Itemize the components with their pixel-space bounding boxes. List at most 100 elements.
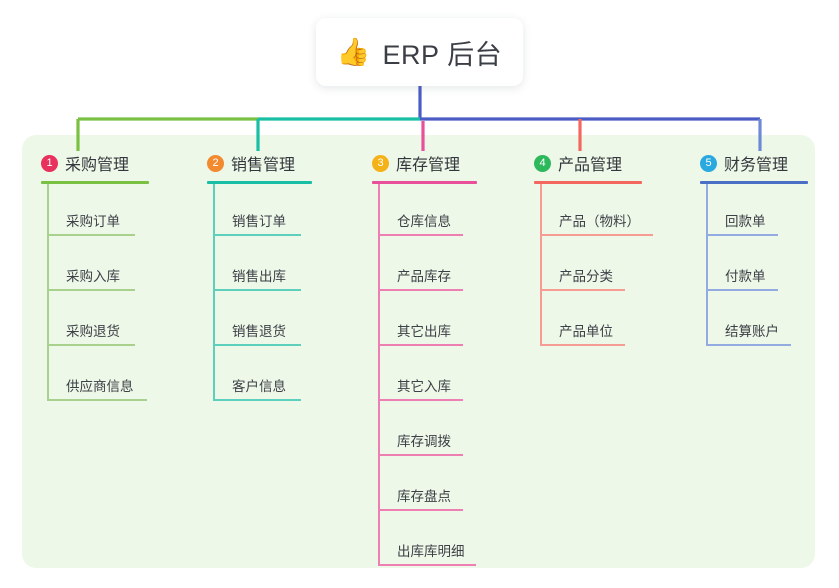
branch-badge-4: 4 <box>534 154 551 172</box>
leaf-rule <box>706 234 778 236</box>
root-title: ERP 后台 <box>382 39 503 70</box>
diagram-panel <box>22 135 815 568</box>
leaf-item[interactable]: 客户信息 <box>207 349 357 404</box>
leaf-label: 产品（物料） <box>559 214 640 229</box>
leaf-rule <box>47 344 135 346</box>
leaf-rule <box>540 289 625 291</box>
branch-rule-1 <box>41 181 149 184</box>
branch-title-4: 产品管理 <box>558 157 623 174</box>
leaf-label: 付款单 <box>725 269 766 284</box>
leaf-rule <box>378 454 463 456</box>
leaf-spine-2 <box>213 184 215 400</box>
leaf-rule <box>706 289 778 291</box>
leaf-rule <box>47 289 135 291</box>
branch-column-purchasing: 1 采购管理 采购订单 采购入库 采购退货 供应商信息 <box>41 151 191 404</box>
branch-header-3[interactable]: 3 库存管理 <box>372 151 522 175</box>
leaf-label: 销售退货 <box>232 324 286 339</box>
leaf-list-2: 销售订单 销售出库 销售退货 客户信息 <box>207 184 357 404</box>
branch-badge-1: 1 <box>41 154 58 172</box>
leaf-item[interactable]: 库存盘点 <box>372 459 522 514</box>
leaf-item[interactable]: 其它入库 <box>372 349 522 404</box>
leaf-item[interactable]: 产品分类 <box>534 239 694 294</box>
leaf-label: 产品分类 <box>559 269 613 284</box>
leaf-label: 其它入库 <box>397 379 451 394</box>
leaf-label: 采购订单 <box>66 214 120 229</box>
branch-header-1[interactable]: 1 采购管理 <box>41 151 191 175</box>
leaf-item[interactable]: 采购入库 <box>41 239 191 294</box>
leaf-label: 客户信息 <box>232 379 286 394</box>
leaf-rule <box>378 289 463 291</box>
leaf-list-4: 产品（物料） 产品分类 产品单位 <box>534 184 694 349</box>
leaf-spine-5 <box>706 184 708 345</box>
branch-badge-3: 3 <box>372 154 389 172</box>
leaf-rule <box>706 344 791 346</box>
leaf-item[interactable]: 回款单 <box>700 184 839 239</box>
leaf-rule <box>540 344 625 346</box>
branch-column-inventory: 3 库存管理 仓库信息 产品库存 其它出库 其它入库 库存调拨 <box>372 151 522 569</box>
branch-title-5: 财务管理 <box>724 157 789 174</box>
leaf-item[interactable]: 采购退货 <box>41 294 191 349</box>
leaf-label: 产品库存 <box>397 269 451 284</box>
leaf-label: 出库库明细 <box>397 544 465 559</box>
leaf-rule <box>540 234 653 236</box>
leaf-item[interactable]: 产品单位 <box>534 294 694 349</box>
leaf-spine-1 <box>47 184 49 400</box>
leaf-label: 仓库信息 <box>397 214 451 229</box>
leaf-rule <box>378 344 463 346</box>
leaf-list-5: 回款单 付款单 结算账户 <box>700 184 839 349</box>
leaf-rule <box>213 344 301 346</box>
leaf-label: 回款单 <box>725 214 766 229</box>
leaf-item[interactable]: 销售出库 <box>207 239 357 294</box>
leaf-rule <box>378 509 463 511</box>
branch-header-5[interactable]: 5 财务管理 <box>700 151 839 175</box>
branch-header-2[interactable]: 2 销售管理 <box>207 151 357 175</box>
leaf-rule <box>378 399 463 401</box>
branch-header-4[interactable]: 4 产品管理 <box>534 151 694 175</box>
branch-rule-4 <box>534 181 642 184</box>
leaf-label: 库存盘点 <box>397 489 451 504</box>
leaf-label: 供应商信息 <box>66 379 134 394</box>
leaf-item[interactable]: 产品库存 <box>372 239 522 294</box>
branch-rule-3 <box>372 181 477 184</box>
root-node[interactable]: 👍 ERP 后台 <box>316 18 523 86</box>
leaf-spine-4 <box>540 184 542 345</box>
leaf-rule <box>213 399 301 401</box>
branch-title-3: 库存管理 <box>396 157 461 174</box>
leaf-label: 销售订单 <box>232 214 286 229</box>
leaf-item[interactable]: 付款单 <box>700 239 839 294</box>
leaf-item[interactable]: 供应商信息 <box>41 349 191 404</box>
leaf-list-1: 采购订单 采购入库 采购退货 供应商信息 <box>41 184 191 404</box>
leaf-item[interactable]: 其它出库 <box>372 294 522 349</box>
leaf-list-3: 仓库信息 产品库存 其它出库 其它入库 库存调拨 库存盘点 <box>372 184 522 569</box>
leaf-rule <box>213 234 301 236</box>
branch-badge-2: 2 <box>207 154 224 172</box>
leaf-item[interactable]: 销售订单 <box>207 184 357 239</box>
leaf-item[interactable]: 结算账户 <box>700 294 839 349</box>
leaf-item[interactable]: 仓库信息 <box>372 184 522 239</box>
branch-title-2: 销售管理 <box>231 157 296 174</box>
leaf-rule <box>378 234 463 236</box>
leaf-label: 结算账户 <box>725 324 779 339</box>
branch-rule-2 <box>207 181 312 184</box>
leaf-label: 销售出库 <box>232 269 286 284</box>
leaf-rule <box>47 399 147 401</box>
leaf-item[interactable]: 采购订单 <box>41 184 191 239</box>
thumbs-up-icon: 👍 <box>336 36 371 67</box>
branch-column-product: 4 产品管理 产品（物料） 产品分类 产品单位 <box>534 151 694 349</box>
leaf-rule <box>378 564 476 566</box>
leaf-item[interactable]: 出库库明细 <box>372 514 522 569</box>
leaf-rule <box>213 289 301 291</box>
leaf-item[interactable]: 库存调拨 <box>372 404 522 459</box>
branch-column-finance: 5 财务管理 回款单 付款单 结算账户 <box>700 151 839 349</box>
leaf-item[interactable]: 产品（物料） <box>534 184 694 239</box>
leaf-label: 产品单位 <box>559 324 613 339</box>
branch-column-sales: 2 销售管理 销售订单 销售出库 销售退货 客户信息 <box>207 151 357 404</box>
leaf-rule <box>47 234 135 236</box>
leaf-item[interactable]: 销售退货 <box>207 294 357 349</box>
leaf-label: 采购退货 <box>66 324 120 339</box>
leaf-label: 库存调拨 <box>397 434 451 449</box>
leaf-label: 采购入库 <box>66 269 120 284</box>
branch-title-1: 采购管理 <box>65 157 130 174</box>
branch-badge-5: 5 <box>700 154 717 172</box>
